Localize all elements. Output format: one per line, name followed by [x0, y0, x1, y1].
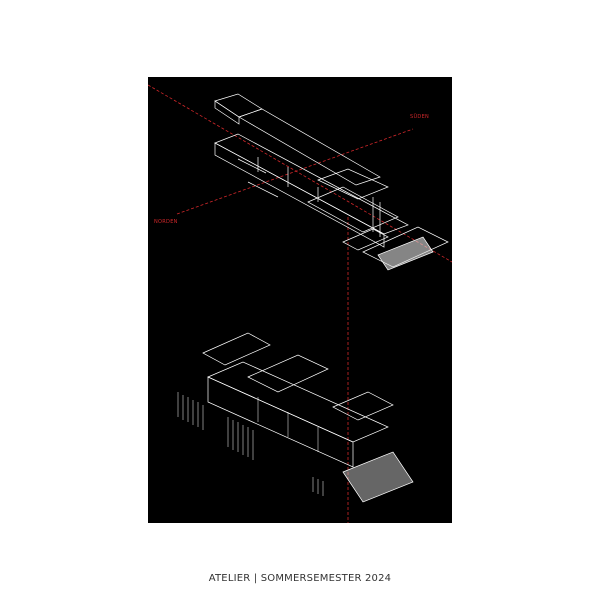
upper-floor-plan: [214, 93, 449, 271]
exploded-axonometric-drawing: [148, 84, 452, 523]
label-south: SÜDEN: [410, 114, 430, 120]
label-north: NORDEN: [154, 219, 178, 225]
axonometric-drawing-panel: SÜDEN NORDEN: [148, 77, 452, 523]
lower-floor-plan: [177, 332, 414, 503]
orientation-axes: [148, 84, 452, 523]
caption: ATELIER | SOMMERSEMESTER 2024: [208, 573, 392, 584]
